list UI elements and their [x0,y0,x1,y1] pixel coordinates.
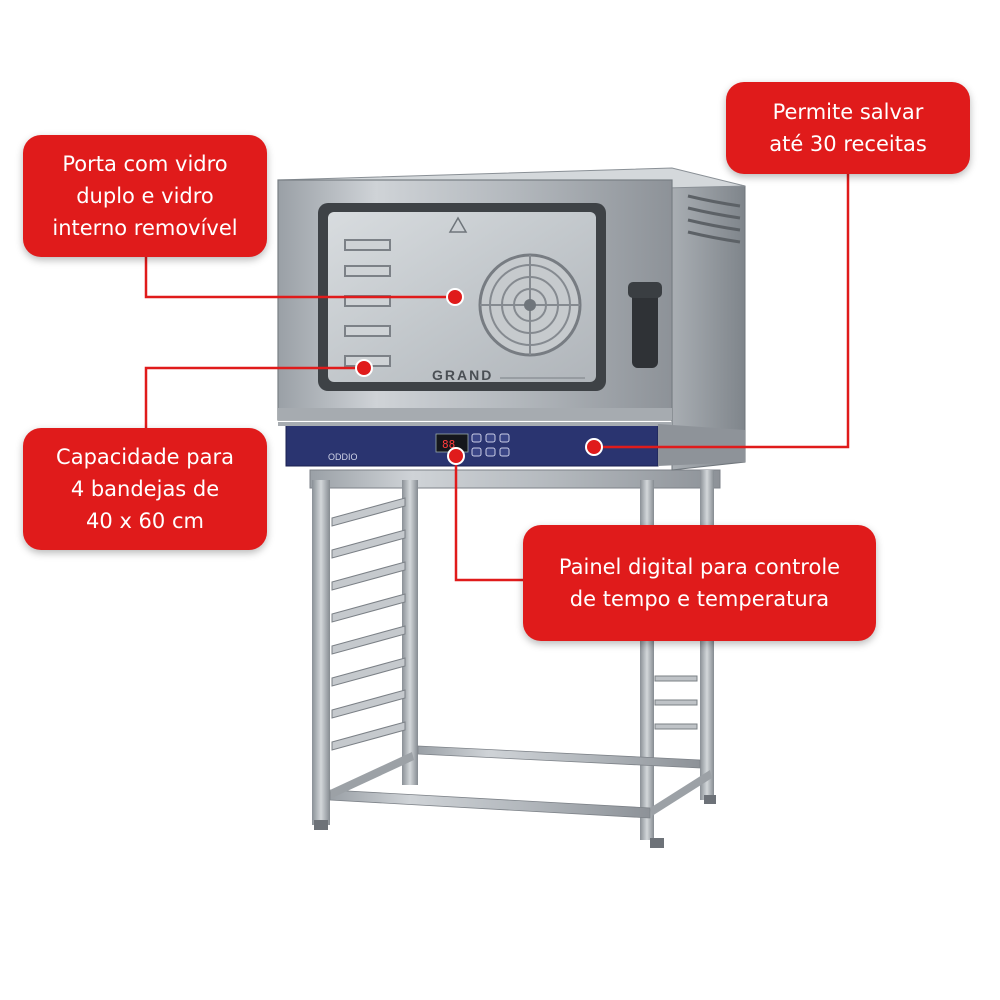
callout-markers [355,288,603,465]
oven: GRAND ODDIO 88 [277,167,746,471]
convection-fan [478,253,582,357]
callout-recipes-text: Permite salvar até 30 receitas [769,100,927,156]
callout-recipes: Permite salvar até 30 receitas [726,82,970,174]
callout-panel: Painel digital para controle de tempo e … [523,525,876,641]
callout-door: Porta com vidro duplo e vidro interno re… [23,135,267,257]
panel-brand-label: ODDIO [328,452,358,462]
door-handle [632,282,658,368]
oven-brand-logo: GRAND [432,367,493,383]
panel-buttons [471,433,510,457]
side-vents [687,194,741,244]
callout-capacity: Capacidade para 4 bandejas de 40 x 60 cm [23,428,267,550]
callout-panel-text: Painel digital para controle de tempo e … [558,555,841,611]
callout-capacity-text: Capacidade para 4 bandejas de 40 x 60 cm [56,445,234,533]
callout-connectors [144,170,850,582]
tray-slides [331,497,406,751]
display-reading: 88 [442,438,455,451]
callout-door-text: Porta com vidro duplo e vidro interno re… [52,152,238,240]
